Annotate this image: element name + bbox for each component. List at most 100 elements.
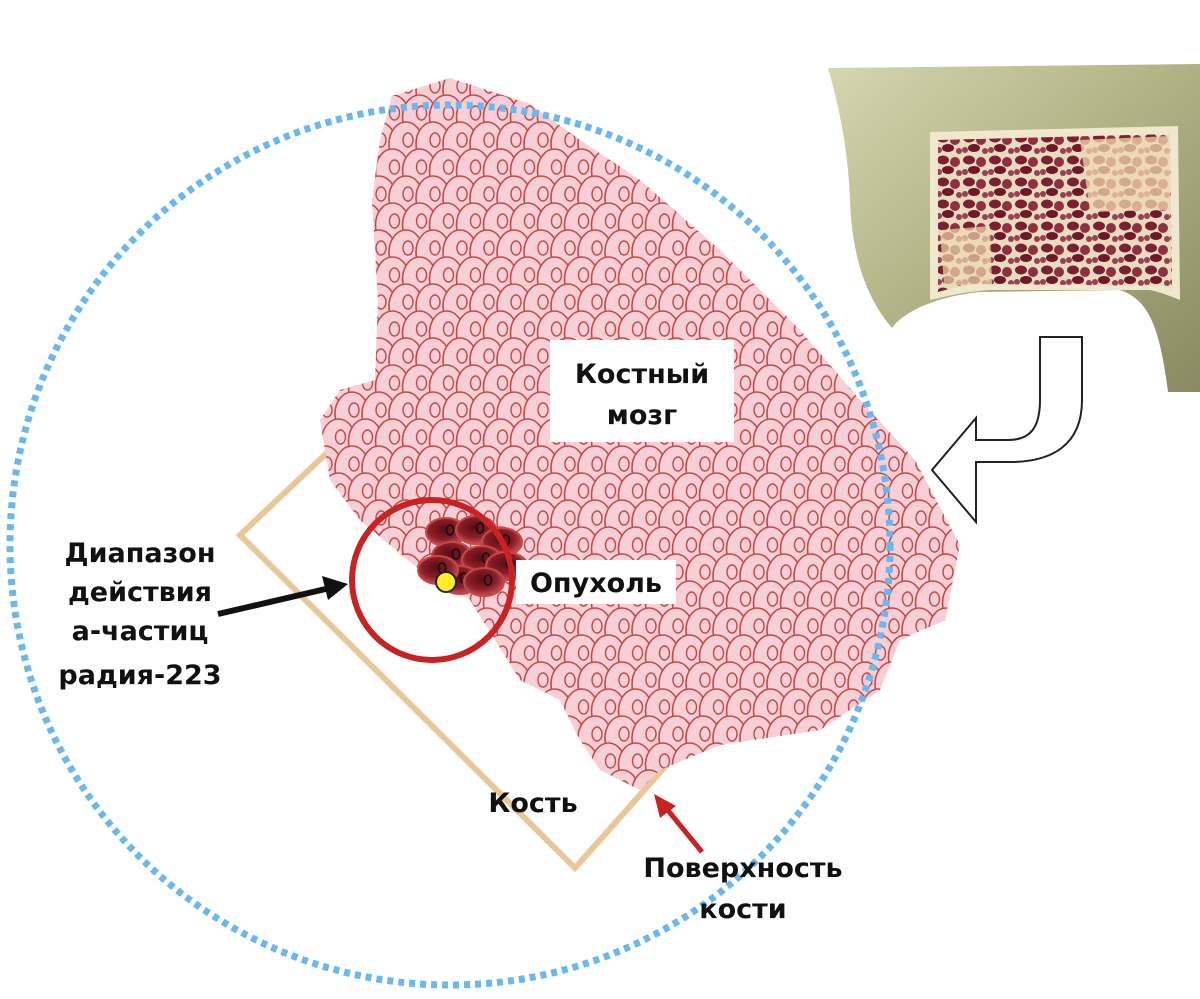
marrow-cell-nucleus — [807, 240, 819, 256]
marrow-cell-nucleus — [739, 321, 752, 337]
marrow-cell — [334, 715, 370, 761]
marrow-cell-nucleus — [1011, 322, 1021, 336]
marrow-cell-nucleus — [726, 564, 738, 580]
marrow-cell-nucleus — [442, 321, 455, 337]
marrow-cell-nucleus — [415, 429, 428, 445]
marrow-cell-nucleus — [348, 456, 360, 472]
marrow-cell-nucleus — [753, 240, 765, 256]
marrow-cell — [970, 635, 1004, 679]
marrow-cell — [698, 94, 735, 140]
marrow-cell-nucleus — [375, 618, 387, 634]
marrow-cell-nucleus — [820, 213, 833, 229]
marrow-cell-nucleus — [901, 429, 914, 445]
marrow-cell-nucleus — [510, 78, 522, 94]
marrow-cell-nucleus — [861, 294, 873, 310]
marrow-cell-nucleus — [820, 483, 833, 499]
marrow-cell-nucleus — [469, 213, 482, 229]
marrow-cell — [334, 769, 370, 790]
marrow-cell — [320, 202, 357, 248]
marrow-cell-nucleus — [928, 537, 941, 553]
marrow-cell-nucleus — [334, 321, 347, 337]
marrow-cell — [874, 715, 910, 761]
marrow-cell — [793, 121, 829, 167]
marrow-cell-nucleus — [928, 375, 941, 391]
marrow-cell — [779, 742, 816, 788]
marrow-cell-nucleus — [712, 213, 725, 229]
marrow-cell-nucleus — [834, 456, 846, 472]
marrow-cell-nucleus — [537, 348, 549, 364]
marrow-cell-nucleus — [471, 808, 481, 822]
marrow-cell — [725, 742, 762, 788]
marrow-cell-nucleus — [631, 213, 644, 229]
marrow-cell-nucleus — [510, 510, 522, 526]
marrow-cell — [320, 175, 343, 221]
marrow-cell-nucleus — [834, 294, 846, 310]
marrow-cell — [536, 742, 573, 788]
marrow-cell — [983, 716, 1017, 760]
marrow-cell-nucleus — [861, 726, 873, 742]
marrow-cell — [754, 797, 788, 841]
marrow-cell — [916, 797, 950, 841]
marrow-cell-nucleus — [523, 699, 536, 715]
marrow-cell — [889, 797, 923, 841]
marrow-cell-nucleus — [712, 645, 725, 661]
marrow-cell-nucleus — [537, 186, 549, 202]
marrow-cell-nucleus — [321, 348, 333, 364]
marrow-cell — [955, 553, 960, 599]
marrow-cell — [509, 742, 546, 788]
marrow-cell-nucleus — [510, 672, 522, 688]
marrow-cell-nucleus — [388, 699, 401, 715]
marrow-cell-nucleus — [375, 186, 387, 202]
marrow-cell-nucleus — [780, 78, 792, 94]
marrow-cell-nucleus — [591, 726, 603, 742]
marrow-cell — [914, 634, 951, 680]
marrow-cell — [347, 94, 384, 140]
marrow-cell-nucleus — [361, 429, 374, 445]
marrow-cell-nucleus — [847, 321, 860, 337]
curved-arrow-icon — [930, 336, 1083, 525]
marrow-cell-nucleus — [658, 537, 671, 553]
marrow-cell-nucleus — [820, 645, 833, 661]
marrow-cell-nucleus — [699, 132, 711, 148]
marrow-cell-nucleus — [766, 267, 779, 283]
marrow-cell — [322, 797, 356, 841]
marrow-cell-nucleus — [699, 456, 711, 472]
marrow-cell-nucleus — [510, 726, 522, 742]
marrow-cell-nucleus — [321, 780, 333, 790]
marrow-cell-nucleus — [577, 483, 590, 499]
marrow-cell-nucleus — [658, 483, 671, 499]
marrow-cell — [739, 715, 775, 761]
marrow-cell-nucleus — [1011, 754, 1021, 768]
marrow-cell-nucleus — [672, 240, 684, 256]
marrow-cell-nucleus — [739, 591, 752, 607]
marrow-cell-nucleus — [984, 484, 994, 498]
marrow-cell-nucleus — [402, 456, 414, 472]
marrow-cell — [361, 769, 397, 790]
marrow-cell-nucleus — [510, 456, 522, 472]
marrow-cell-nucleus — [469, 483, 482, 499]
marrow-cell — [983, 392, 1017, 436]
marrow-cell — [997, 743, 1031, 787]
marrow-cell-nucleus — [577, 267, 590, 283]
marrow-cell — [983, 608, 1017, 652]
marrow-cell-nucleus — [631, 645, 644, 661]
marrow-cell-nucleus — [348, 186, 360, 202]
marrow-cell-nucleus — [618, 240, 630, 256]
marrow-cell-nucleus — [847, 753, 860, 769]
marrow-cell — [941, 688, 960, 734]
marrow-cell-nucleus — [618, 726, 630, 742]
marrow-cell-nucleus — [928, 699, 941, 715]
marrow-cell-nucleus — [780, 348, 792, 364]
marrow-label-box — [550, 340, 734, 442]
marrow-cell-nucleus — [577, 537, 590, 553]
marrow-cell-nucleus — [1011, 646, 1021, 660]
marrow-cell-nucleus — [861, 564, 873, 580]
marrow-cell-nucleus — [564, 726, 576, 742]
marrow-cell-nucleus — [753, 564, 765, 580]
marrow-cell-nucleus — [766, 591, 779, 607]
marrow-cell-nucleus — [928, 753, 941, 769]
marrow-cell-nucleus — [496, 159, 509, 175]
marrow-cell-nucleus — [618, 186, 630, 202]
marrow-cell-nucleus — [415, 591, 428, 607]
marrow-cell-nucleus — [631, 267, 644, 283]
